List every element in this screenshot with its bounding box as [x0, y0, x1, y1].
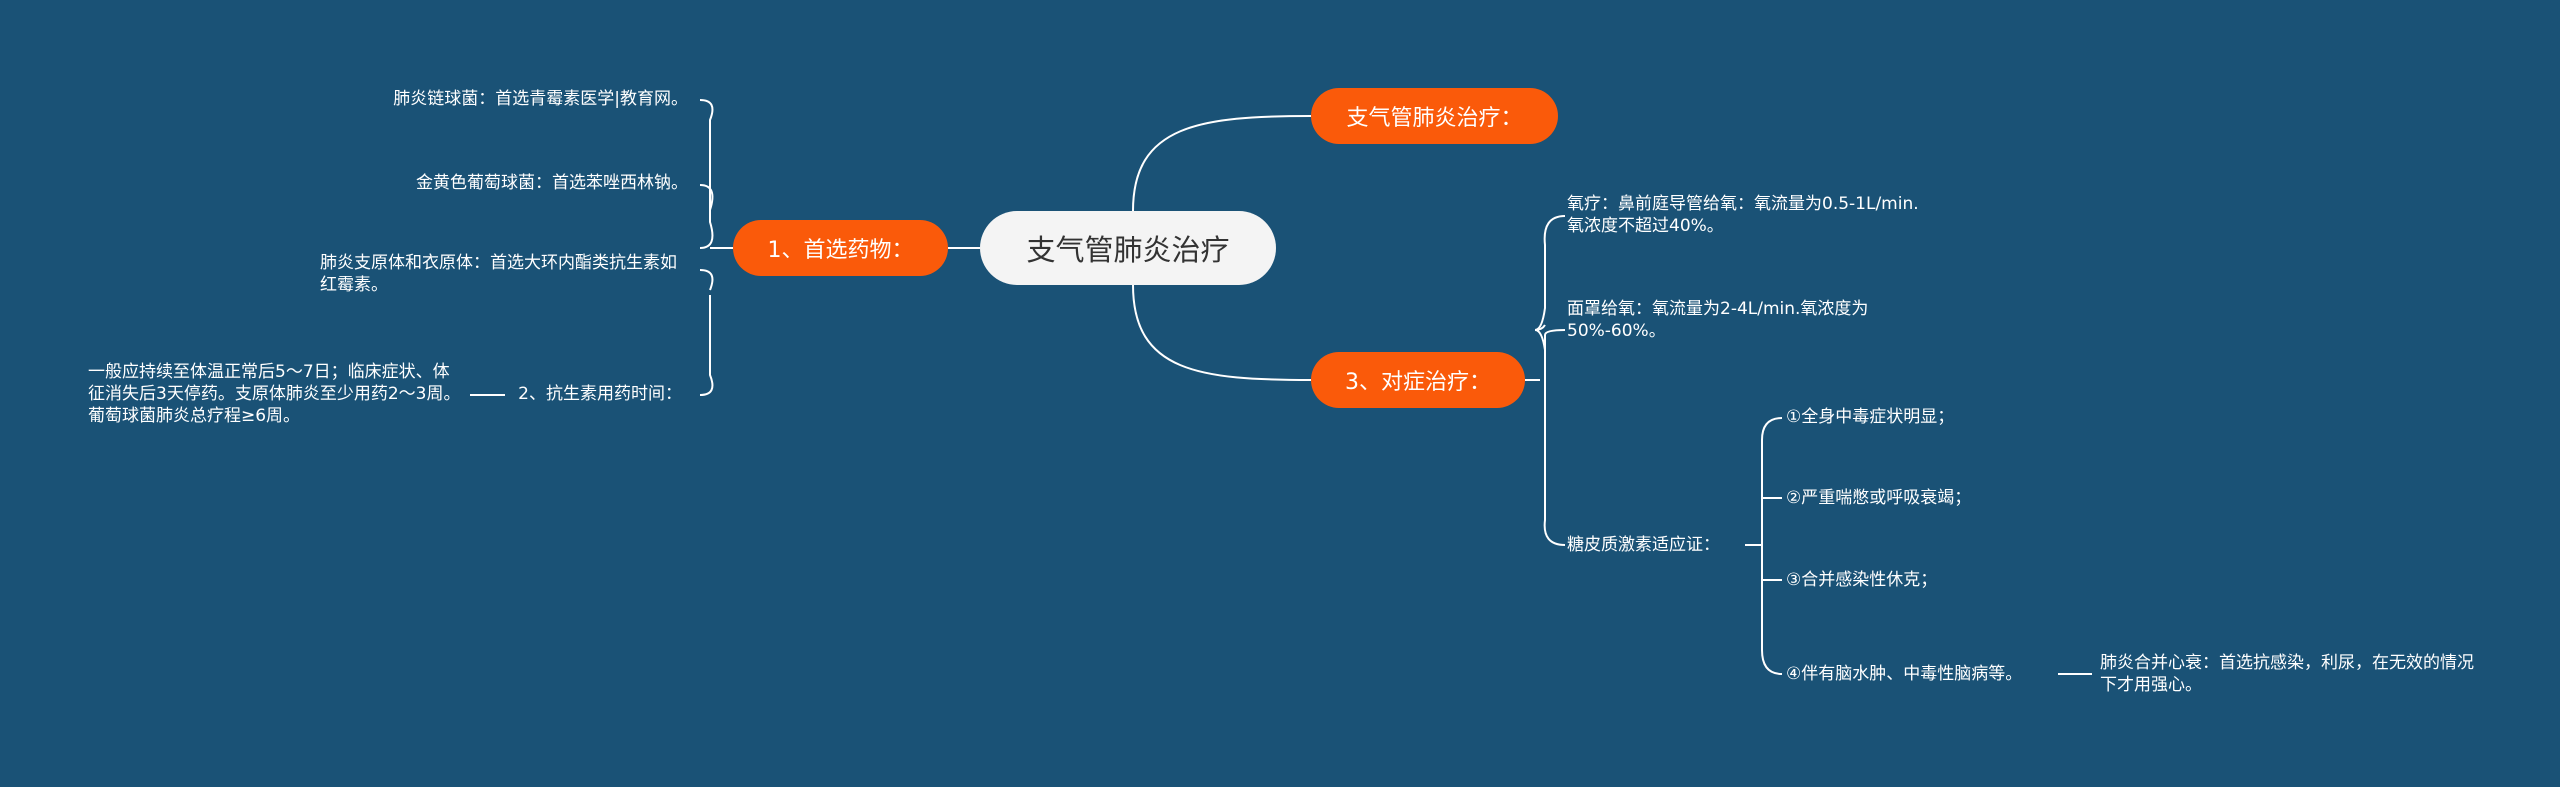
leaf-duration-detail: 一般应持续至体温正常后5～7日；临床症状、体征消失后3天停药。支原体肺炎至少用药… [88, 362, 461, 426]
root-topic: 支气管肺炎治疗 [980, 211, 1276, 285]
leaf-antibiotic-duration: 2、抗生素用药时间： [518, 384, 682, 404]
leaf-mycoplasma: 肺炎支原体和衣原体：首选大环内酯类抗生素如红霉素。 [320, 253, 677, 295]
leaf-heart-failure: 肺炎合并心衰：首选抗感染，利尿，在无效的情况下才用强心。 [2100, 653, 2474, 695]
leaf-oxygen-mask: 面罩给氧：氧流量为2-4L/min.氧浓度为50%-60%。 [1567, 299, 1869, 341]
branch-first-choice-drugs: 1、首选药物： [733, 220, 948, 276]
leaf-pneumococcus: 肺炎链球菌：首选青霉素医学|教育网。 [393, 89, 688, 109]
leaf-staphylococcus: 金黄色葡萄球菌：首选苯唑西林钠。 [416, 173, 688, 193]
leaf-steroid-item-3: ③合并感染性休克； [1786, 570, 1938, 590]
leaf-steroid-indications: 糖皮质激素适应证： [1567, 535, 1720, 555]
branch-bronchopneumonia-treatment: 支气管肺炎治疗： [1311, 88, 1558, 144]
leaf-steroid-item-2: ②严重喘憋或呼吸衰竭； [1786, 488, 1972, 508]
leaf-steroid-item-1: ①全身中毒症状明显； [1786, 407, 1955, 427]
leaf-steroid-item-4: ④伴有脑水肿、中毒性脑病等。 [1786, 664, 2023, 684]
leaf-oxygen-nasal: 氧疗：鼻前庭导管给氧：氧流量为0.5-1L/min.氧浓度不超过40%。 [1567, 194, 1919, 236]
branch-symptomatic-treatment: 3、对症治疗： [1311, 352, 1525, 408]
